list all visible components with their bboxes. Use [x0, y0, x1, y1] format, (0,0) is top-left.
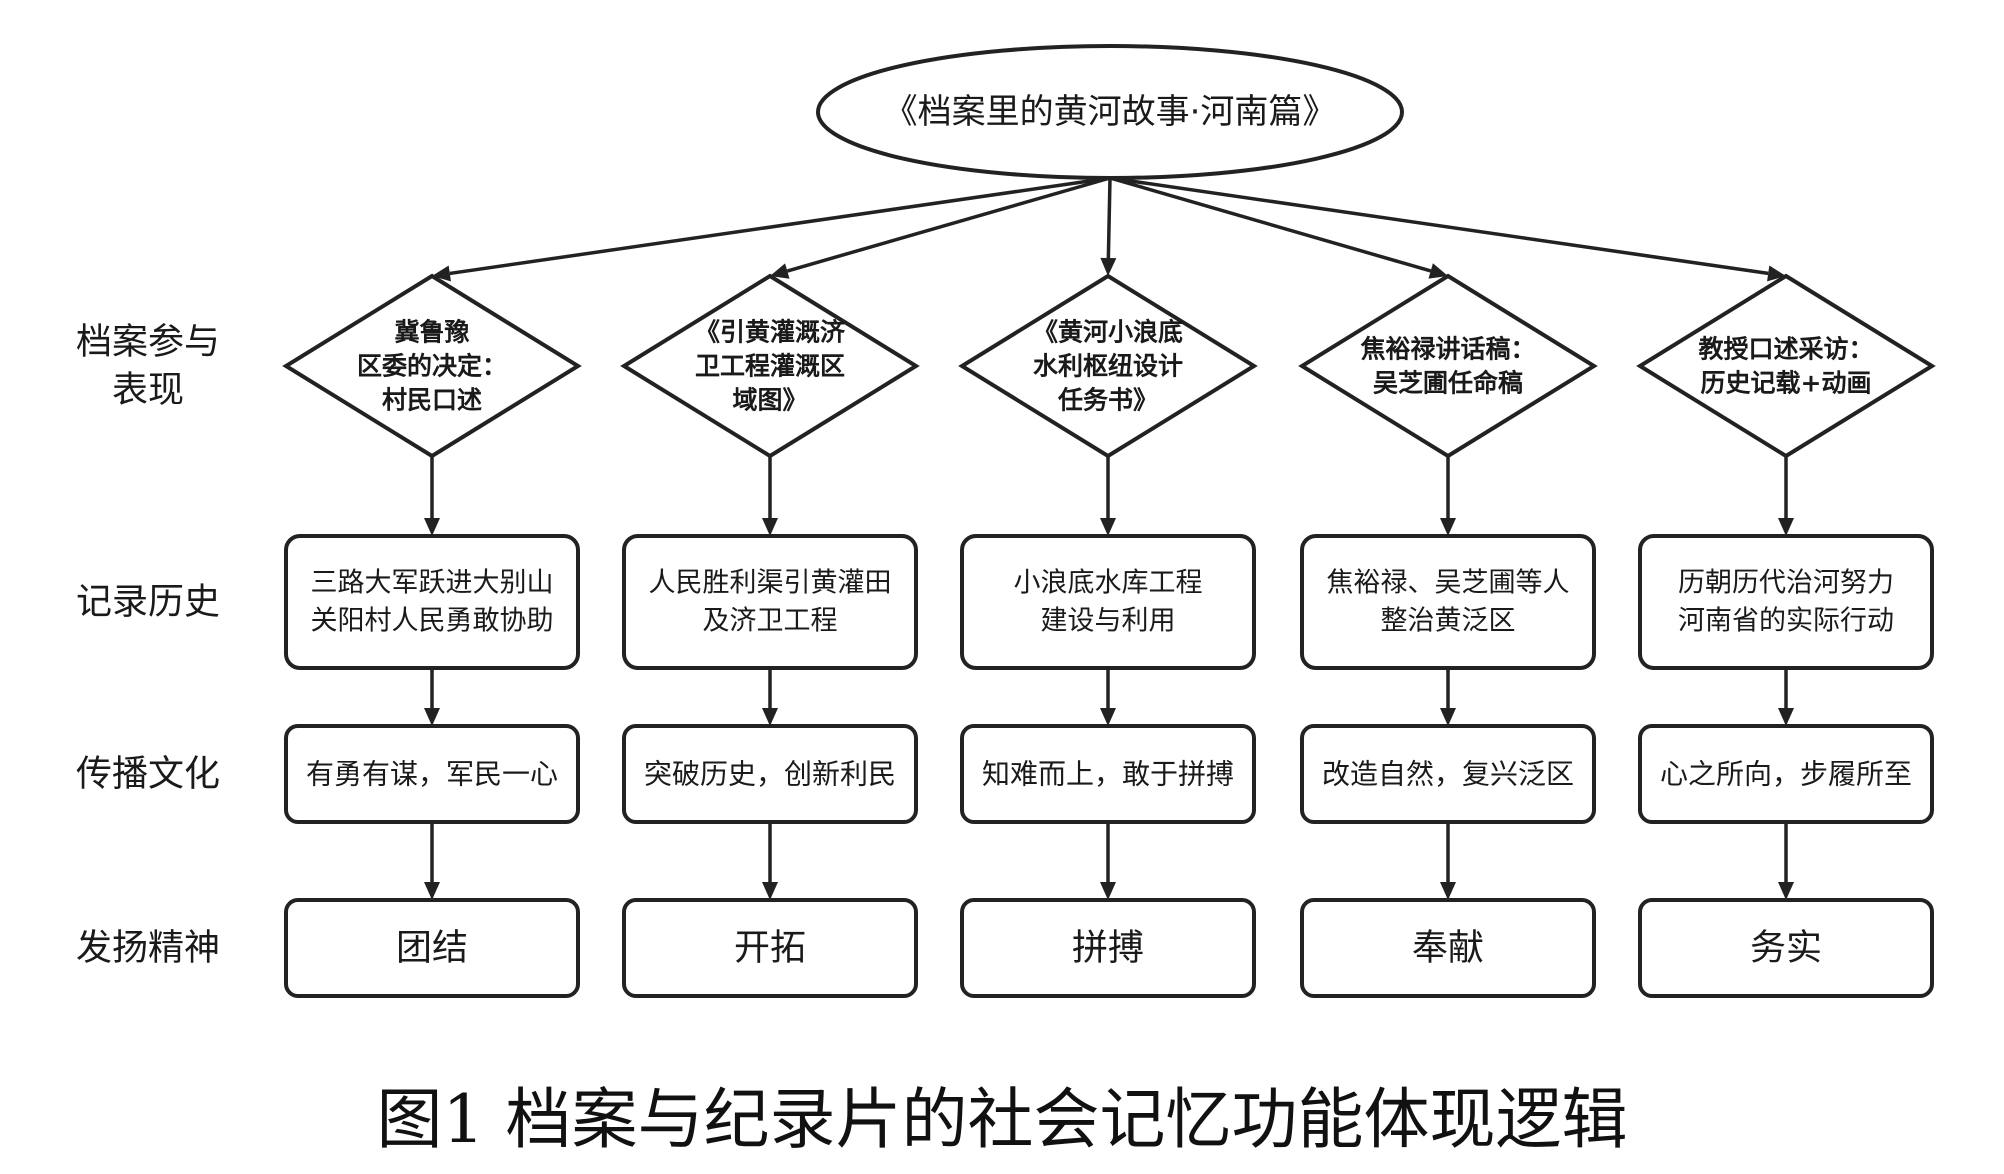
history-label: 关阳村人民勇敢协助: [311, 606, 554, 637]
culture-label: 有勇有谋，军民一心: [306, 758, 558, 791]
archive-label: 历史记载+动画: [1701, 369, 1872, 398]
history-label: 三路大军跃进大别山: [311, 568, 554, 599]
spirit-box: 拼搏: [960, 898, 1256, 998]
history-label: 河南省的实际行动: [1678, 606, 1894, 637]
culture-label: 突破历史，创新利民: [644, 758, 896, 791]
archive-label: 《黄河小浪底: [1033, 318, 1183, 347]
culture-label: 心之所向，步履所至: [1660, 758, 1912, 791]
history-label: 整治黄泛区: [1381, 606, 1516, 637]
root-node: 《档案里的黄河故事·河南篇》: [816, 44, 1404, 180]
culture-to-spirit-arrow: [424, 822, 440, 900]
spirit-label: 务实: [1750, 928, 1822, 969]
archive-label: 冀鲁豫: [394, 318, 469, 347]
row-label-archive: 档案参与: [76, 322, 220, 363]
spirit-label: 团结: [396, 928, 468, 969]
culture-box: 突破历史，创新利民: [622, 724, 918, 824]
archive-label: 吴芝圃任命稿: [1373, 369, 1523, 398]
history-label: 建设与利用: [1041, 606, 1176, 637]
culture-label: 改造自然，复兴泛区: [1322, 758, 1574, 791]
archive-label: 区委的决定：: [357, 352, 507, 381]
archive-diamond: 焦裕禄讲话稿： 吴芝圃任命稿: [1298, 273, 1598, 459]
spirit-box: 奉献: [1300, 898, 1596, 998]
culture-to-spirit-arrow: [1440, 822, 1456, 900]
archive-label: 域图》: [732, 386, 807, 415]
archive-label: 任务书》: [1057, 386, 1158, 415]
history-label: 历朝历代治河努力: [1678, 568, 1894, 599]
culture-box: 改造自然，复兴泛区: [1300, 724, 1596, 824]
root-to-archive-arrow: [1100, 177, 1117, 276]
culture-box: 有勇有谋，军民一心: [284, 724, 580, 824]
spirit-label: 奉献: [1412, 928, 1484, 969]
history-to-culture-arrow: [1440, 668, 1456, 726]
connector-layer: [424, 176, 1794, 900]
history-label: 人民胜利渠引黄灌田: [649, 568, 892, 599]
archive-label: 卫工程灌溉区: [695, 352, 845, 381]
root-title: 《档案里的黄河故事·河南篇》: [884, 92, 1337, 132]
culture-label: 知难而上，敢于拼搏: [982, 758, 1234, 791]
column-1: 冀鲁豫区委的决定：村民口述三路大军跃进大别山关阳村人民勇敢协助有勇有谋，军民一心…: [282, 273, 582, 998]
history-to-culture-arrow: [1778, 668, 1794, 726]
archive-label: 水利枢纽设计: [1033, 352, 1183, 381]
archive-to-history-arrow: [1440, 456, 1456, 536]
archive-label: 教授口述采访：: [1698, 335, 1873, 364]
archive-label: 焦裕禄讲话稿：: [1360, 335, 1535, 364]
culture-box: 心之所向，步履所至: [1638, 724, 1934, 824]
history-label: 及济卫工程: [703, 606, 838, 637]
archive-to-history-arrow: [1778, 456, 1794, 536]
archive-label: 村民口述: [382, 386, 482, 415]
history-to-culture-arrow: [1100, 668, 1116, 726]
culture-box: 知难而上，敢于拼搏: [960, 724, 1256, 824]
spirit-box: 开拓: [622, 898, 918, 998]
culture-to-spirit-arrow: [762, 822, 778, 900]
row-label-spirit: 发扬精神: [76, 928, 220, 969]
column-5: 教授口述采访：历史记载+动画历朝历代治河努力河南省的实际行动心之所向，步履所至务…: [1636, 273, 1936, 998]
spirit-label: 开拓: [734, 928, 806, 969]
figure-caption: 图1 档案与纪录片的社会记忆功能体现逻辑: [377, 1081, 1628, 1158]
history-to-culture-arrow: [762, 668, 778, 726]
root-to-archive-arrow: [1109, 176, 1786, 282]
spirit-box: 团结: [284, 898, 580, 998]
row-label-archive: 表现: [112, 370, 184, 411]
row-label-history: 记录历史: [76, 582, 220, 623]
archive-to-history-arrow: [1100, 456, 1116, 536]
row-label-culture: 传播文化: [76, 754, 220, 795]
history-label: 焦裕禄、吴芝圃等人: [1327, 568, 1570, 599]
archive-to-history-arrow: [424, 456, 440, 536]
history-to-culture-arrow: [424, 668, 440, 726]
history-label: 小浪底水库工程: [1014, 568, 1203, 599]
root-to-archive-arrow: [770, 176, 1111, 279]
culture-to-spirit-arrow: [1100, 822, 1116, 900]
culture-to-spirit-arrow: [1778, 822, 1794, 900]
root-to-archive-arrow: [432, 176, 1111, 282]
archive-label: 《引黄灌溉济: [695, 318, 846, 347]
root-to-archive-arrow: [1109, 176, 1448, 279]
archive-to-history-arrow: [762, 456, 778, 536]
archive-diamond: 教授口述采访： 历史记载+动画: [1636, 273, 1936, 459]
spirit-label: 拼搏: [1072, 928, 1144, 969]
spirit-box: 务实: [1638, 898, 1934, 998]
